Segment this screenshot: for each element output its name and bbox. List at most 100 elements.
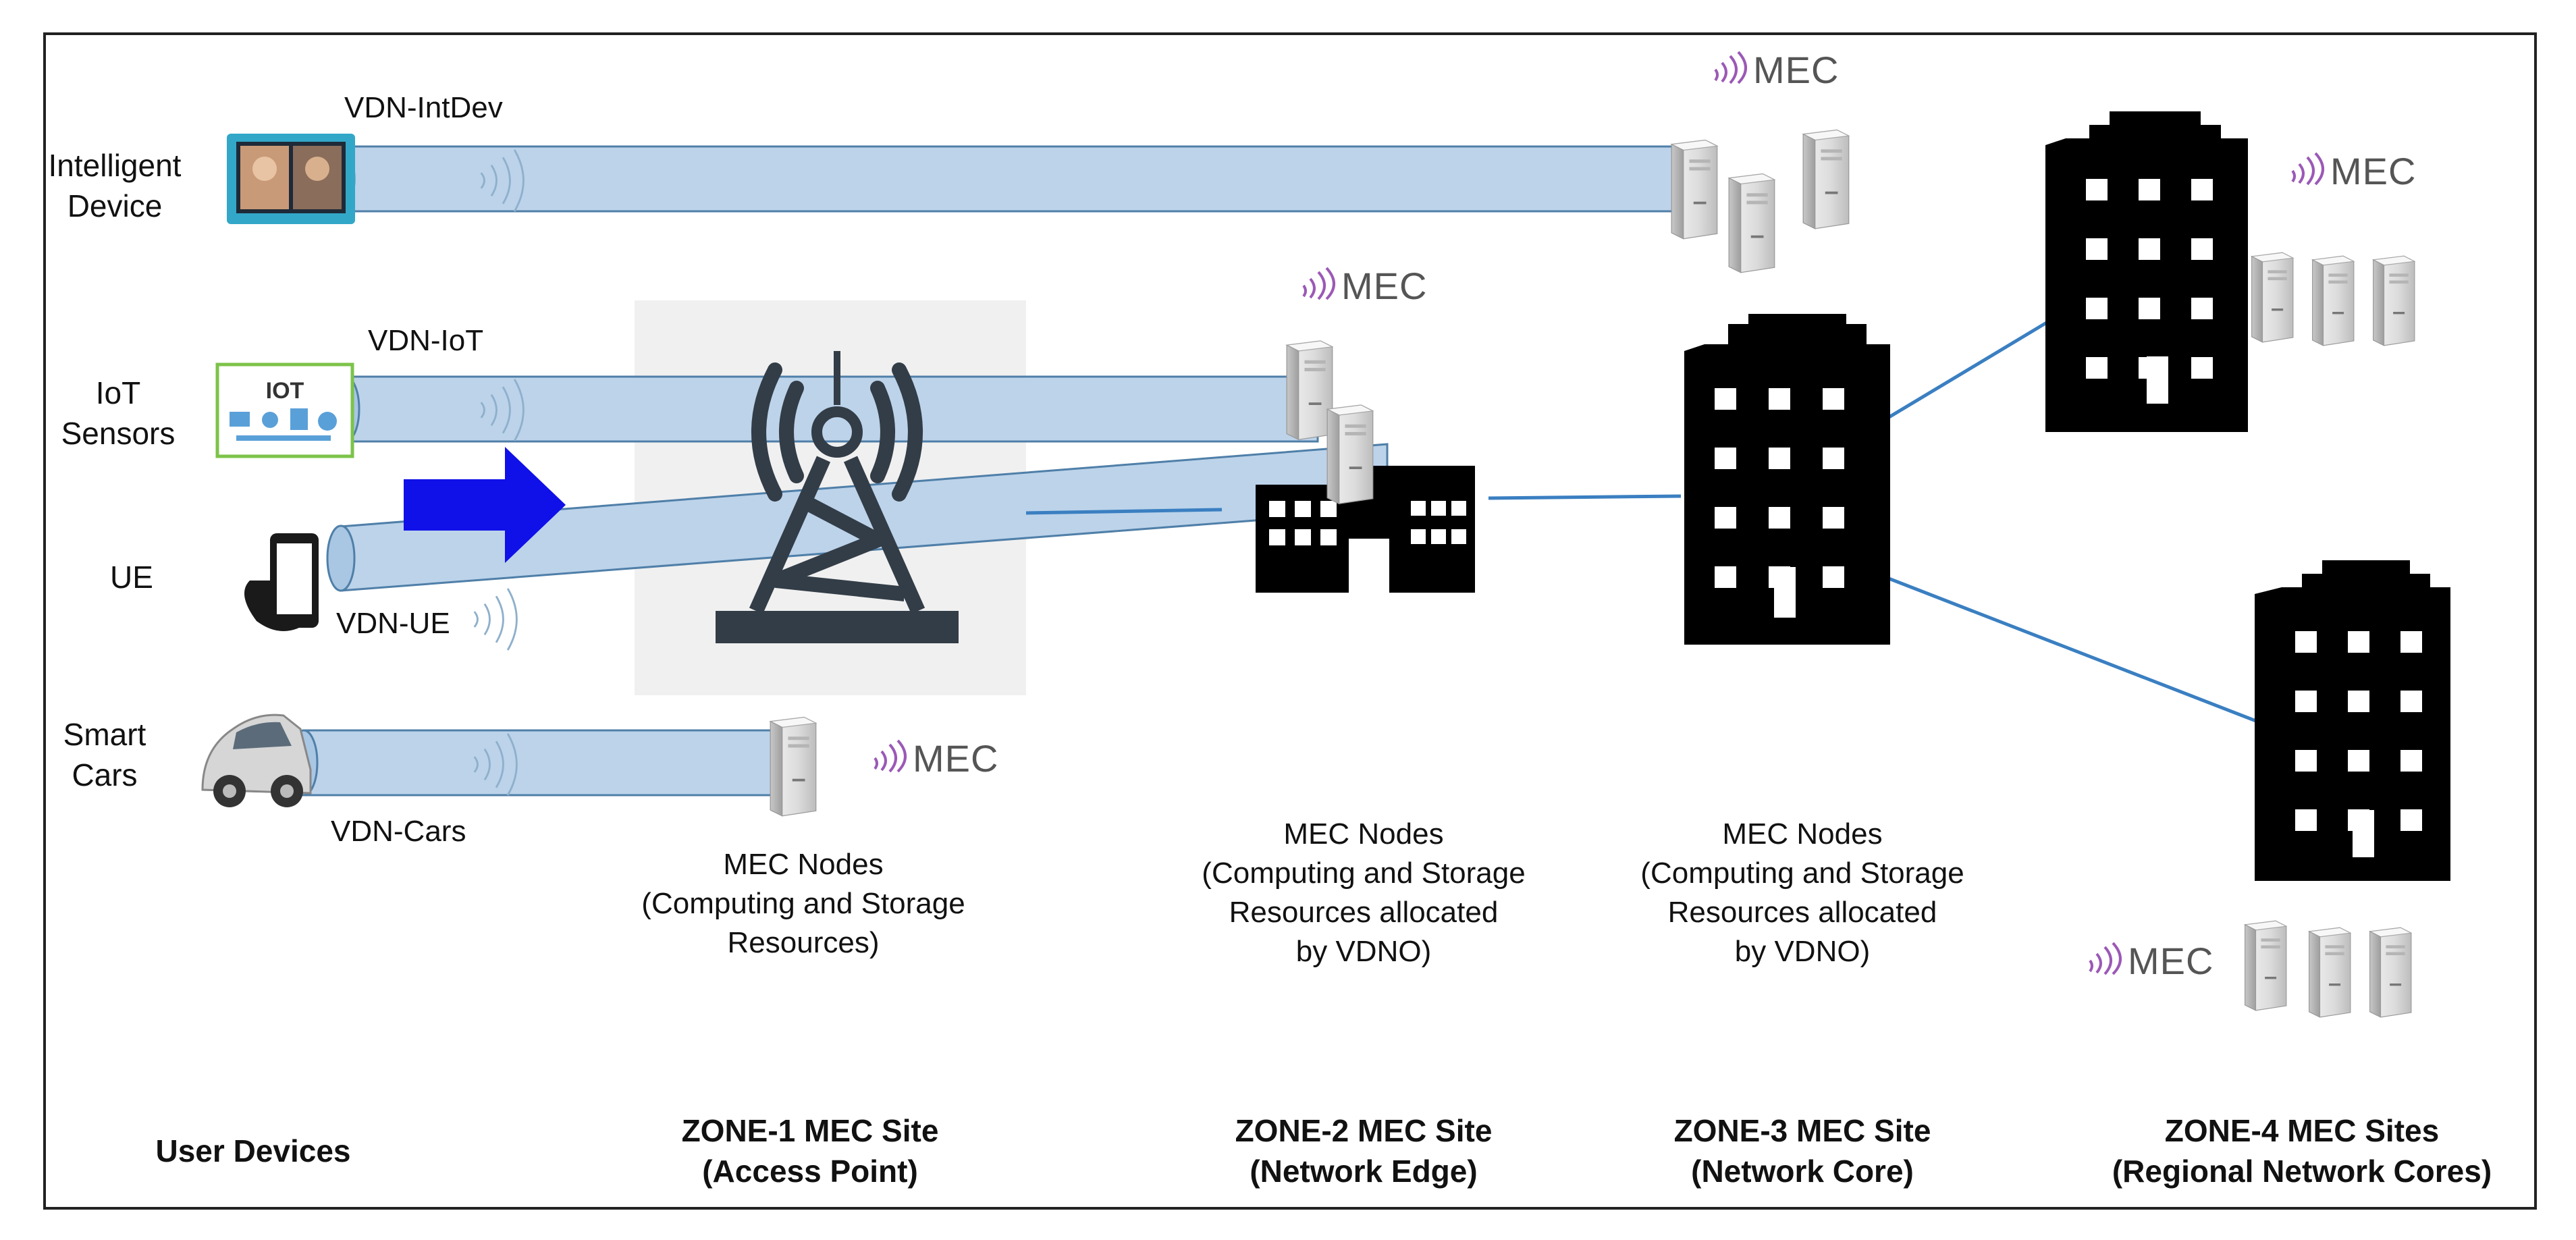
- iot-badge-icon: IOT: [215, 362, 354, 458]
- mec-logos: MEC MEC MEC MEC MEC: [874, 49, 2416, 982]
- network-links: [1025, 313, 2269, 728]
- tunnel-intdev: [326, 145, 1699, 213]
- device-label-intelligent-device: Intelligent Device: [48, 148, 182, 223]
- window: [1411, 501, 1426, 516]
- server-icon: [1286, 340, 1333, 440]
- mec-waves-icon: [2089, 942, 2122, 975]
- zone1-node-description: MEC Nodes (Computing and Storage Resourc…: [641, 848, 965, 959]
- mec-logo-text: MEC: [1341, 265, 1427, 307]
- window: [2086, 238, 2108, 260]
- zone-title-zone3: ZONE-3 MEC Site (Network Core): [1673, 1113, 1931, 1189]
- window: [1769, 507, 1790, 529]
- zone-title-user-devices: User Devices: [155, 1133, 351, 1168]
- diagram-border: [43, 32, 2537, 1210]
- window: [2191, 357, 2213, 379]
- window: [1823, 507, 1844, 529]
- window: [1411, 529, 1426, 544]
- window: [2086, 357, 2108, 379]
- mec-waves-icon: [874, 739, 907, 773]
- window: [2086, 298, 2108, 319]
- mec-waves-icon: [2291, 152, 2324, 186]
- tablet-icon: [227, 134, 355, 224]
- tunnel-iot: [331, 375, 1319, 443]
- smart-car-icon: [201, 713, 312, 807]
- server-icon: [1671, 139, 1718, 240]
- ue-signal-waves: [473, 587, 518, 651]
- window: [2139, 179, 2160, 200]
- window: [2139, 238, 2160, 260]
- window: [1823, 388, 1844, 410]
- server-icon: [2308, 927, 2351, 1018]
- mec-logo: MEC: [2089, 940, 2213, 982]
- zone3-node-description: MEC Nodes (Computing and Storage Resourc…: [1640, 817, 1964, 968]
- window: [1769, 448, 1790, 469]
- mec-logo: MEC: [874, 737, 998, 780]
- server-icon: [2311, 255, 2355, 346]
- window: [1823, 566, 1844, 588]
- window: [1715, 566, 1736, 588]
- building-windows: [1269, 179, 2422, 857]
- window: [2191, 298, 2213, 319]
- buildings: [1256, 111, 2450, 881]
- window: [1431, 529, 1446, 544]
- window: [1715, 388, 1736, 410]
- window: [2191, 179, 2213, 200]
- server-icon: [2372, 255, 2415, 346]
- window: [2400, 631, 2422, 653]
- window: [2400, 691, 2422, 712]
- tunnel-cars: [289, 729, 801, 797]
- mec-logo-text: MEC: [1753, 49, 1839, 91]
- device-label-ue: UE: [110, 560, 153, 595]
- window: [2400, 750, 2422, 772]
- window: [2348, 691, 2369, 712]
- server-icon: [2244, 920, 2287, 1011]
- zone-title-zone2: ZONE-2 MEC Site (Network Edge): [1235, 1113, 1493, 1189]
- vdn-label-ue: VDN-UE: [336, 607, 450, 640]
- smartphone-icon: [244, 533, 319, 631]
- iot-badge-label: IOT: [266, 378, 304, 404]
- window: [1320, 501, 1337, 517]
- window: [1715, 507, 1736, 529]
- window: [2295, 809, 2317, 831]
- window: [1349, 539, 1389, 594]
- window: [1774, 567, 1796, 618]
- server-icon: [2369, 927, 2412, 1018]
- mec-logo-text: MEC: [2330, 150, 2416, 192]
- vdn-tunnels: [289, 145, 1699, 797]
- server-icon: [2251, 252, 2294, 343]
- window: [2348, 631, 2369, 653]
- window: [2348, 750, 2369, 772]
- zone2-node-description: MEC Nodes (Computing and Storage Resourc…: [1202, 817, 1526, 968]
- zone-title-zone1: ZONE-1 MEC Site (Access Point): [681, 1113, 939, 1189]
- window: [1715, 448, 1736, 469]
- server-icon: [1326, 404, 1374, 505]
- window: [1451, 501, 1466, 516]
- cell-tower-icon: [716, 351, 959, 643]
- vdn-label-intdev: VDN-IntDev: [344, 91, 503, 124]
- window: [1295, 501, 1311, 517]
- window: [2295, 691, 2317, 712]
- window: [2353, 810, 2374, 857]
- server-icon: [1728, 173, 1775, 273]
- mec-logo-text: MEC: [913, 737, 998, 780]
- mec-waves-icon: [1302, 267, 1335, 300]
- vdn-label-cars: VDN-Cars: [331, 815, 466, 848]
- device-label-smart-cars: Smart Cars: [63, 717, 146, 792]
- window: [1769, 388, 1790, 410]
- direction-arrow: [404, 447, 566, 563]
- window: [1269, 529, 1285, 545]
- window: [2147, 356, 2168, 404]
- window: [2086, 179, 2108, 200]
- window: [1431, 501, 1446, 516]
- window: [1269, 501, 1285, 517]
- mec-logo: MEC: [1714, 49, 1839, 91]
- window: [2295, 631, 2317, 653]
- window: [2191, 238, 2213, 260]
- window: [2139, 298, 2160, 319]
- window: [2400, 809, 2422, 831]
- server-icon: [770, 716, 817, 817]
- mec-waves-icon: [1714, 51, 1747, 84]
- zone-title-zone4: ZONE-4 MEC Sites (Regional Network Cores…: [2112, 1113, 2492, 1189]
- server-icon: [1802, 129, 1850, 230]
